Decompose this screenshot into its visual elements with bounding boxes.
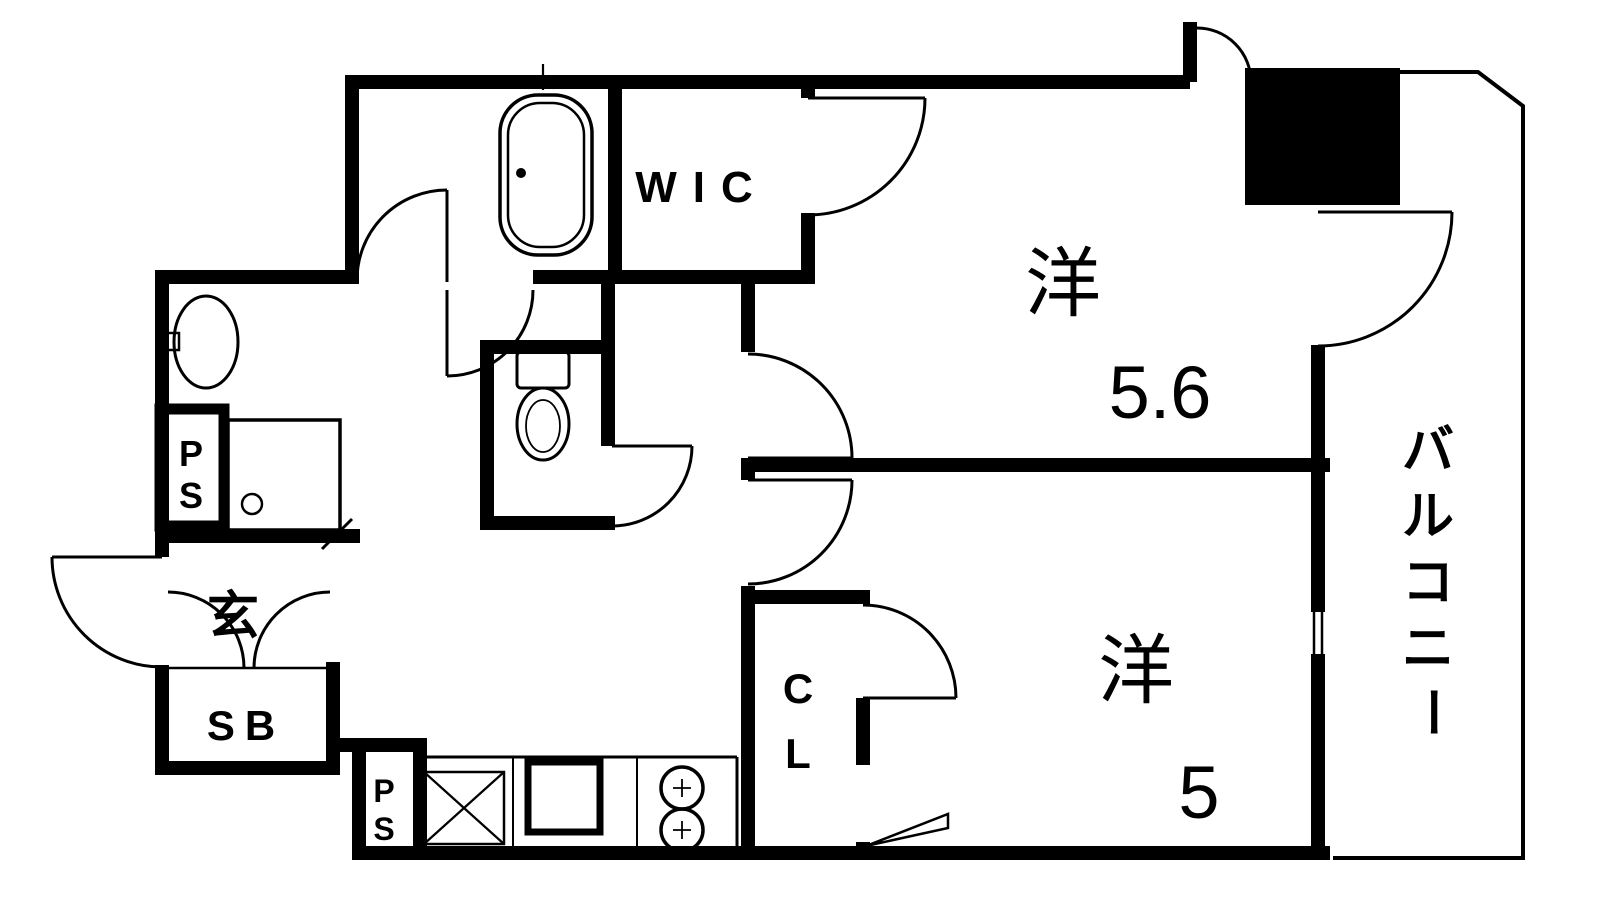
wall-segment — [345, 75, 359, 284]
basin-faucet — [159, 331, 181, 352]
shoebox-door-arc-left — [167, 590, 246, 669]
wall-segment — [1311, 654, 1325, 860]
wall-segment — [480, 516, 615, 530]
label-balcony-char: ニ — [1402, 620, 1454, 678]
label-balcony: バ ル コ ニ ー — [1402, 422, 1460, 738]
label-balcony-char: バ — [1402, 422, 1454, 480]
kitchen-sink — [524, 758, 604, 836]
label-closet-l: L — [785, 730, 811, 777]
label-balcony-char: ル — [1402, 488, 1454, 546]
label-bedroom1-kanji: 洋 — [1025, 242, 1101, 327]
wall-segment — [155, 665, 169, 775]
bathtub-inner — [506, 101, 586, 249]
label-wic: WIC — [635, 163, 769, 212]
kitchen-counter — [418, 755, 739, 853]
wall-segment — [352, 738, 366, 860]
wall-segment — [741, 458, 755, 480]
pipe-space-left-box — [154, 403, 230, 532]
washroom-door-arc — [446, 289, 535, 378]
wall-segment — [352, 846, 1330, 860]
label-ps-bottom-p: P — [373, 773, 394, 809]
wall-segment — [741, 270, 755, 352]
shower-stall-icon — [226, 418, 342, 532]
wall-segment — [155, 270, 357, 284]
closet-door-arc — [862, 603, 958, 699]
angled-door-leaf — [865, 812, 950, 848]
basin-bowl — [172, 294, 240, 390]
wall-segment — [326, 662, 340, 775]
stove-burner-icon — [659, 807, 705, 853]
toilet-seat — [525, 399, 561, 453]
label-bedroom2-size: 5 — [1178, 751, 1219, 834]
label-bedroom1-size: 5.6 — [1109, 351, 1212, 434]
walls — [155, 22, 1400, 860]
appliance-space — [422, 770, 506, 846]
label-balcony-char: ー — [1402, 686, 1460, 738]
wall-segment — [856, 590, 870, 603]
bath-door-arc — [355, 188, 448, 281]
wall-segment — [741, 586, 755, 860]
wall-segment — [741, 590, 870, 604]
wic-door-arc — [807, 97, 927, 217]
balcony-outline — [1333, 70, 1525, 860]
wall-segment — [533, 270, 815, 284]
wall-segment — [608, 75, 622, 284]
wall-segment — [345, 75, 1190, 89]
wall-segment — [480, 340, 494, 530]
label-closet-c: C — [783, 665, 813, 712]
wall-segment — [333, 738, 427, 752]
bathtub-icon — [498, 64, 594, 257]
wall-segment — [1311, 345, 1325, 612]
entrance-step-line — [320, 517, 354, 551]
label-entrance: 玄 — [207, 588, 259, 646]
bathtub-outer — [498, 93, 594, 257]
wall-segment — [601, 284, 615, 446]
label-balcony-char: コ — [1402, 554, 1454, 612]
bedroom1-door-arc — [747, 352, 854, 459]
toilet-icon — [515, 350, 571, 462]
wall-segment — [801, 75, 815, 98]
black-shaft-block — [1245, 68, 1400, 205]
label-ps-bottom-s: S — [373, 811, 394, 847]
wall-segment — [155, 529, 360, 543]
wall-segment — [155, 761, 340, 775]
label-ps-left-s: S — [179, 475, 203, 516]
shoebox-door-arc-right — [252, 590, 331, 669]
toilet-door-arc — [611, 445, 694, 528]
top-door-leaf — [1183, 22, 1197, 82]
wall-segment — [856, 698, 870, 765]
entry-door-arc — [50, 556, 163, 669]
label-shoebox: SB — [207, 702, 285, 749]
window-right-wall — [1312, 610, 1324, 656]
top-door-arc — [1196, 26, 1253, 83]
appliance-cross — [423, 771, 505, 845]
wall-segment — [741, 458, 1330, 472]
wall-segment — [801, 213, 815, 284]
bathtub-drain — [516, 168, 526, 178]
shower-drain — [240, 492, 264, 516]
toilet-tank — [515, 350, 571, 390]
label-ps-left-p: P — [179, 433, 203, 474]
washbasin-icon — [159, 294, 240, 390]
label-bedroom2-kanji: 洋 — [1098, 629, 1174, 714]
doors — [50, 26, 1454, 848]
balcony-door-arc — [1317, 211, 1454, 348]
shower-box — [226, 418, 342, 532]
toilet-bowl — [515, 386, 571, 462]
bedroom2-door-arc — [747, 479, 854, 586]
